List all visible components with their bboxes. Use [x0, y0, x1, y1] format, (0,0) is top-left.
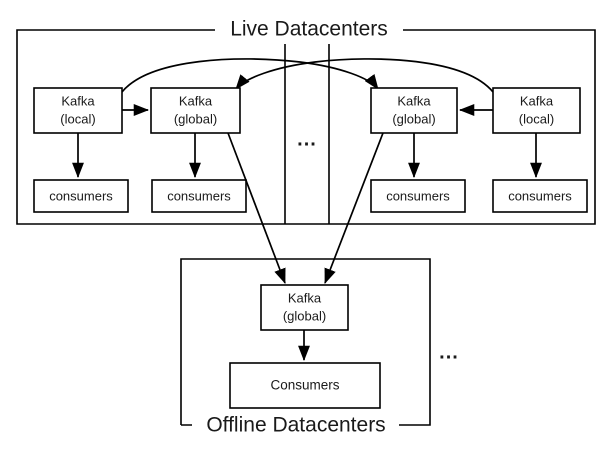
node-label-line1: consumers — [49, 188, 113, 203]
node-live-dc2-kafka-global[interactable]: Kafka (global) — [370, 87, 458, 134]
node-label-line2: (global) — [392, 111, 435, 126]
node-box[interactable] — [33, 179, 129, 213]
node-box[interactable] — [492, 179, 588, 213]
offline-datacenters-border — [180, 258, 431, 426]
node-label-line1: Consumers — [270, 378, 339, 393]
node-label-line2: (global) — [174, 111, 217, 126]
node-label-line1: consumers — [167, 188, 231, 203]
live-datacenters-ellipsis: ... — [297, 128, 317, 150]
node-label-line2: (global) — [283, 308, 326, 323]
node-label-line1: Kafka — [520, 93, 554, 108]
edge-dc2-global-to-offline-kafka — [324, 132, 384, 284]
node-offline-consumers[interactable]: Consumers — [229, 362, 381, 409]
node-label-line1: Kafka — [288, 290, 322, 305]
node-live-dc2-consumers-local[interactable]: consumers — [492, 179, 588, 213]
node-box[interactable] — [229, 362, 381, 409]
edge-dc1-local-to-dc2-global — [121, 58, 379, 93]
live-datacenters-group: Live Datacenters ... — [16, 18, 596, 225]
node-offline-kafka-global[interactable]: Kafka (global) — [260, 284, 349, 331]
node-box[interactable] — [33, 87, 123, 134]
node-label-line1: Kafka — [61, 93, 95, 108]
node-label-line2: (local) — [519, 111, 554, 126]
node-box[interactable] — [370, 179, 466, 213]
offline-datacenters-ellipsis: ... — [439, 341, 459, 363]
node-live-dc2-consumers-global[interactable]: consumers — [370, 179, 466, 213]
node-live-dc1-consumers-local[interactable]: consumers — [33, 179, 129, 213]
node-label-line1: Kafka — [397, 93, 431, 108]
node-label-line1: consumers — [386, 188, 450, 203]
live-datacenters-title: Live Datacenters — [230, 18, 388, 41]
node-label-line2: (local) — [60, 111, 95, 126]
node-live-dc1-kafka-local[interactable]: Kafka (local) — [33, 87, 123, 134]
offline-datacenters-group: Offline Datacenters ... — [180, 258, 459, 437]
node-box[interactable] — [150, 87, 241, 134]
node-live-dc2-kafka-local[interactable]: Kafka (local) — [492, 87, 581, 134]
node-box[interactable] — [260, 284, 349, 331]
node-live-dc1-kafka-global[interactable]: Kafka (global) — [150, 87, 241, 134]
live-datacenters-border — [16, 29, 596, 225]
edge-dc1-global-to-offline-kafka — [227, 132, 286, 284]
node-live-dc1-consumers-global[interactable]: consumers — [151, 179, 247, 213]
node-label-line1: consumers — [508, 188, 572, 203]
offline-datacenters-title: Offline Datacenters — [206, 414, 385, 437]
edge-dc2-local-to-dc1-global — [235, 58, 494, 93]
node-box[interactable] — [151, 179, 247, 213]
node-label-line1: Kafka — [179, 93, 213, 108]
